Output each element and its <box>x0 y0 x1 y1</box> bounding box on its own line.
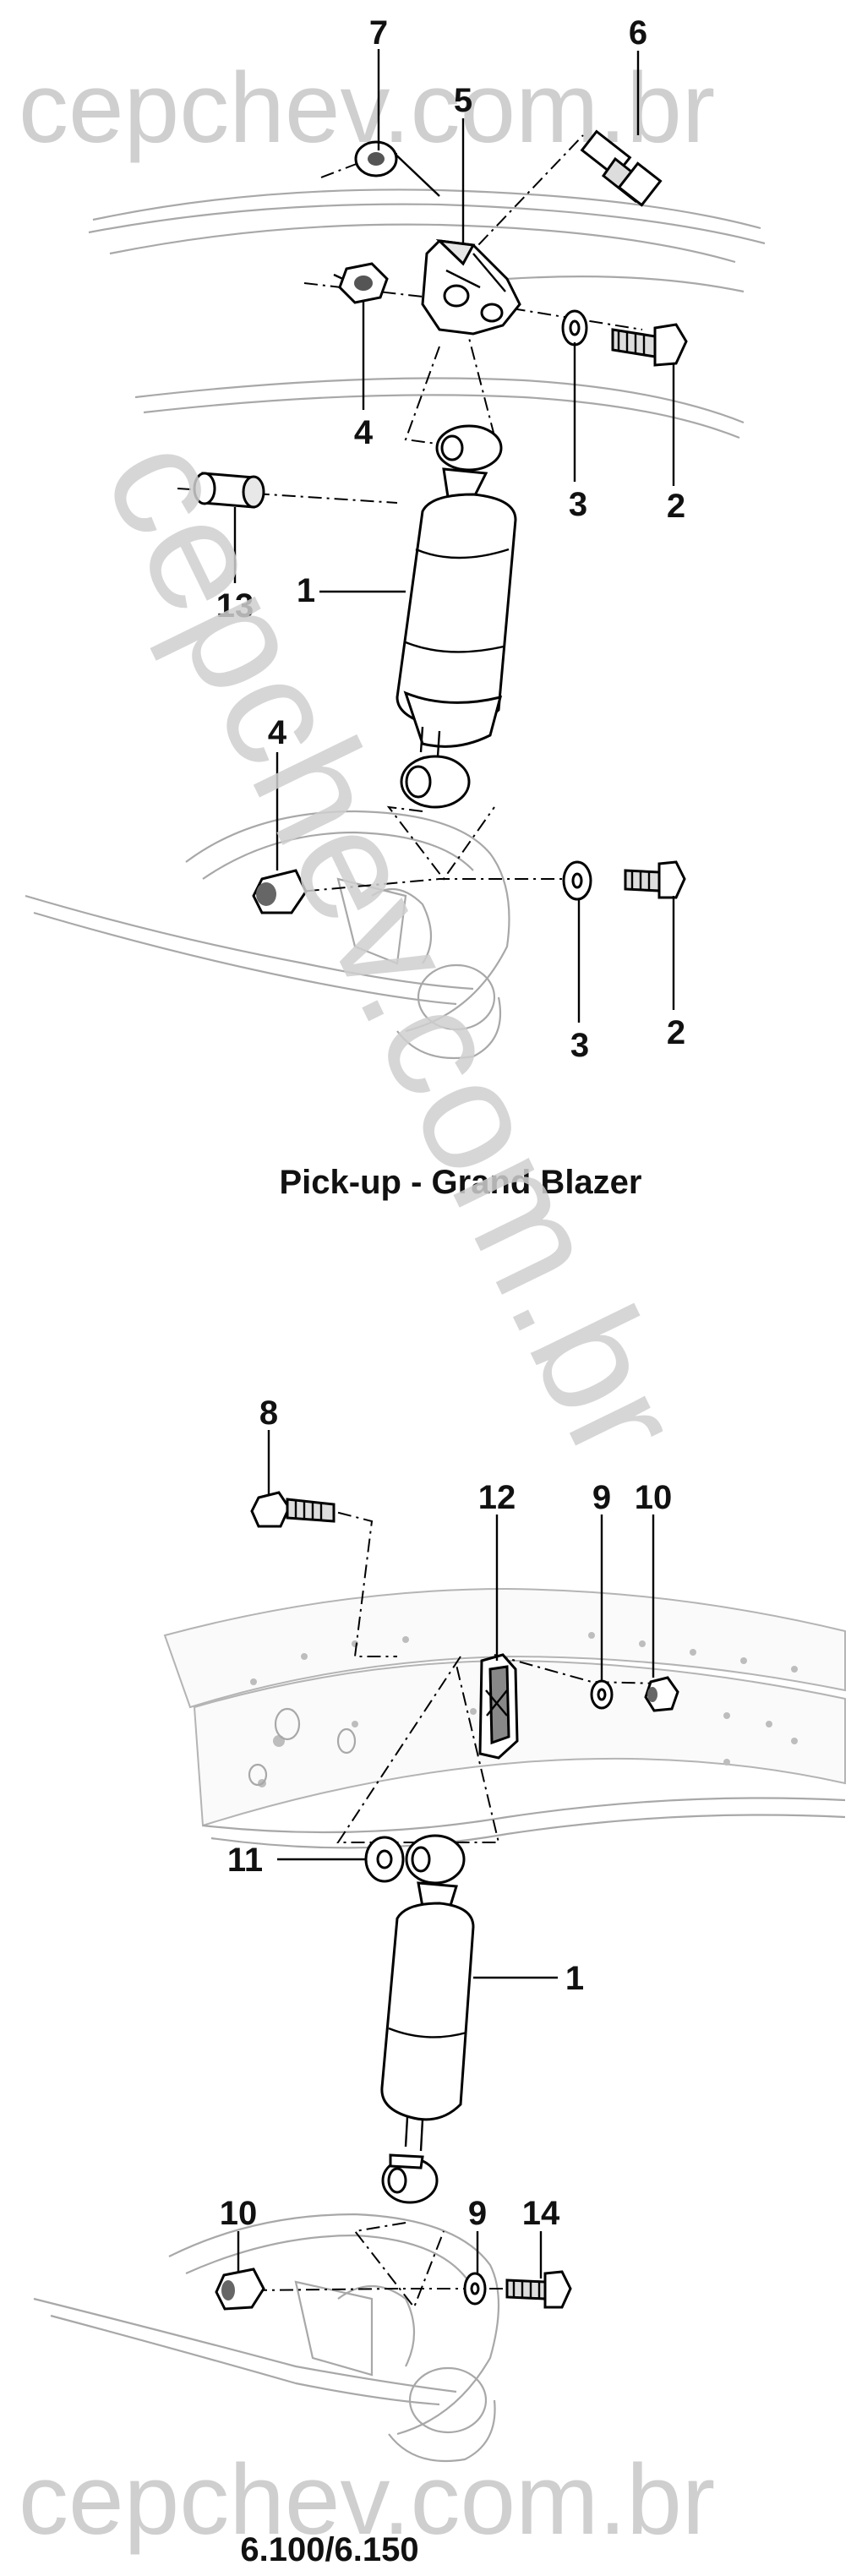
shock-absorber-part-1-lower <box>380 1834 475 2204</box>
nut-part-4-upper <box>333 262 389 304</box>
label-part-12: 12 <box>478 1479 516 1516</box>
watermark-bottom: cepchev.com.br <box>19 2444 715 2556</box>
shock-absorber-part-1-upper <box>396 424 517 809</box>
label-part-4-lower: 4 <box>268 714 287 751</box>
callout-numbers-top: 7 6 5 4 3 2 13 1 4 3 2 <box>216 14 685 1064</box>
label-part-9-lower: 9 <box>468 2195 487 2232</box>
label-part-4-upper: 4 <box>354 414 374 451</box>
label-part-3-upper: 3 <box>569 486 587 523</box>
bushing-part-11 <box>364 1836 405 1883</box>
label-part-2-lower: 2 <box>667 1014 685 1051</box>
label-part-5: 5 <box>454 82 472 119</box>
label-part-14: 14 <box>522 2195 560 2232</box>
nut-part-10-lower <box>215 2268 265 2311</box>
callout-leaders-top <box>233 49 675 1023</box>
frame-outline-top <box>88 188 766 439</box>
diagram-pickup-grand-blazer: 7 6 5 4 3 2 13 1 4 3 2 Pick-up - Grand B… <box>25 14 766 1201</box>
label-part-1-upper: 1 <box>297 572 315 609</box>
chassis-frame-bottom <box>163 1587 846 1849</box>
caption-pickup-grand-blazer: Pick-up - Grand Blazer <box>280 1164 642 1201</box>
lower-control-arm-top <box>25 810 510 1060</box>
washer-part-3-upper <box>561 309 588 347</box>
label-part-7: 7 <box>369 14 388 52</box>
caption-6100-6150: 6.100/6.150 <box>240 2531 418 2568</box>
label-part-1-lower: 1 <box>565 1960 584 1997</box>
nut-part-10-upper <box>644 1676 679 1712</box>
callout-leaders-bottom <box>237 1430 655 2279</box>
bolt-part-14 <box>505 2270 572 2309</box>
washer-part-3-lower <box>562 860 592 901</box>
label-part-10-upper: 10 <box>635 1479 673 1516</box>
lower-control-arm-bottom <box>33 2213 500 2463</box>
washer-part-9-lower <box>463 2272 487 2306</box>
bracket-part-12 <box>478 1653 519 1760</box>
nut-part-7 <box>354 140 440 197</box>
bolt-part-2-upper <box>611 323 688 367</box>
leader-lines-top <box>177 134 643 897</box>
label-part-9-upper: 9 <box>592 1479 611 1516</box>
label-part-10-lower: 10 <box>220 2195 258 2232</box>
label-part-3-lower: 3 <box>570 1027 589 1064</box>
label-part-2-upper: 2 <box>667 488 685 525</box>
bolt-part-2-lower <box>624 860 686 899</box>
upper-bracket-part-5 <box>421 238 521 336</box>
washer-part-9-upper <box>590 1679 614 1710</box>
bolt-part-6 <box>580 129 663 207</box>
label-part-8: 8 <box>259 1394 278 1432</box>
label-part-13: 13 <box>216 587 254 625</box>
label-part-11: 11 <box>227 1842 263 1879</box>
bushing-part-13 <box>193 472 265 509</box>
diagram-6100-6150: 8 12 9 10 11 1 10 9 14 6.100/6.150 <box>33 1394 846 2568</box>
bolt-part-8 <box>250 1491 336 1528</box>
label-part-6: 6 <box>629 14 647 52</box>
nut-part-4-lower <box>252 869 308 914</box>
callout-numbers-bottom: 8 12 9 10 11 1 10 9 14 <box>220 1394 673 2232</box>
watermark-diagonal: cepchev.com.br <box>71 410 717 1485</box>
